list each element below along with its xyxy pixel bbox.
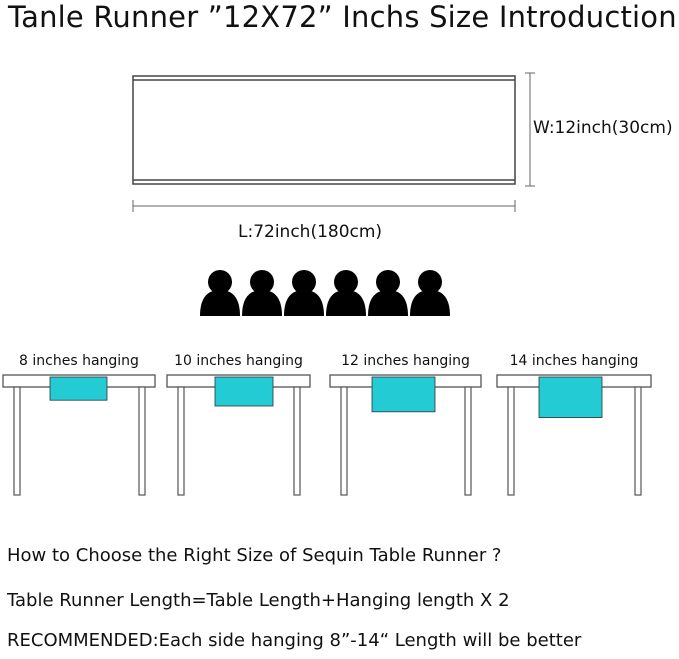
person-icon [284, 270, 324, 316]
table-12-inch-hanging [329, 374, 482, 496]
person-icon [368, 270, 408, 316]
table-leg [634, 386, 642, 496]
question-text: How to Choose the Right Size of Sequin T… [7, 545, 502, 566]
hanging-tables-diagram [2, 374, 652, 496]
width-label: W:12inch(30cm) [533, 118, 673, 138]
formula-text: Table Runner Length=Table Length+Hanging… [7, 590, 510, 611]
person-icon [410, 270, 450, 316]
table-10-inch-hanging [166, 374, 311, 496]
table-leg [138, 386, 146, 496]
table-leg [507, 386, 515, 496]
person-icon [200, 270, 240, 316]
runner-hanging [538, 376, 603, 418]
table-leg [464, 386, 472, 496]
table-leg [13, 386, 21, 496]
length-label: L:72inch(180cm) [238, 222, 383, 242]
runner-hanging [371, 376, 436, 413]
table-leg [293, 386, 301, 496]
hanging-label: 8 inches hanging [19, 353, 139, 369]
hanging-label: 12 inches hanging [341, 353, 470, 369]
people-row [200, 270, 450, 316]
person-icon [242, 270, 282, 316]
runner-outline [132, 75, 516, 185]
table-leg [177, 386, 185, 496]
page-title: Tanle Runner ”12X72” Inchs Size Introduc… [8, 0, 677, 34]
table-leg [340, 386, 348, 496]
hanging-label: 14 inches hanging [509, 353, 639, 369]
table-8-inch-hanging [2, 374, 156, 496]
hanging-label: 10 inches hanging [174, 353, 303, 369]
table-14-inch-hanging [496, 374, 652, 496]
person-icon [326, 270, 366, 316]
runner-dimension-diagram [132, 72, 535, 212]
runner-hanging [214, 376, 274, 407]
recommendation-text: RECOMMENDED:Each side hanging 8”-14“ Len… [7, 630, 582, 651]
runner-hanging [49, 376, 108, 401]
